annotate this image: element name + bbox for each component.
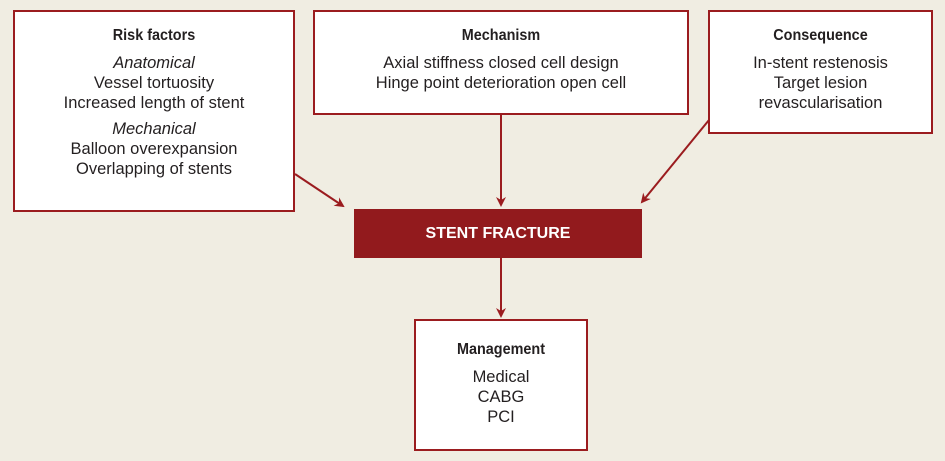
risk-item: Vessel tortuosity xyxy=(93,74,215,92)
consequence-box: Consequence In-stent restenosis Target l… xyxy=(708,10,933,134)
risk-item: Increased length of stent xyxy=(63,94,245,112)
consequence-item: revascularisation xyxy=(758,94,883,112)
mechanism-box: Mechanism Axial stiffness closed cell de… xyxy=(313,10,689,115)
mechanism-item: Axial stiffness closed cell design xyxy=(383,54,619,72)
consequence-title: Consequence xyxy=(773,27,868,44)
management-item: Medical xyxy=(472,368,530,386)
arrow-consequence-to-fracture xyxy=(640,119,710,204)
management-box: Management Medical CABG PCI xyxy=(414,319,588,451)
mechanism-item: Hinge point deterioration open cell xyxy=(375,74,627,92)
consequence-item: In-stent restenosis xyxy=(753,54,888,72)
management-title: Management xyxy=(456,341,546,358)
management-item: CABG xyxy=(477,388,525,406)
stent-fracture-box: STENT FRACTURE xyxy=(354,209,642,258)
group-heading-mechanical: Mechanical xyxy=(112,120,196,138)
risk-factors-box: Risk factors Anatomical Vessel tortuosit… xyxy=(13,10,295,212)
management-item: PCI xyxy=(487,408,515,426)
risk-factors-title: Risk factors xyxy=(112,27,196,44)
consequence-item: Target lesion xyxy=(773,74,868,92)
arrow-risk-to-fracture xyxy=(294,173,345,208)
risk-item: Overlapping of stents xyxy=(76,160,232,178)
group-heading-anatomical: Anatomical xyxy=(113,54,195,72)
mechanism-title: Mechanism xyxy=(461,27,541,44)
risk-item: Balloon overexpansion xyxy=(70,140,238,158)
